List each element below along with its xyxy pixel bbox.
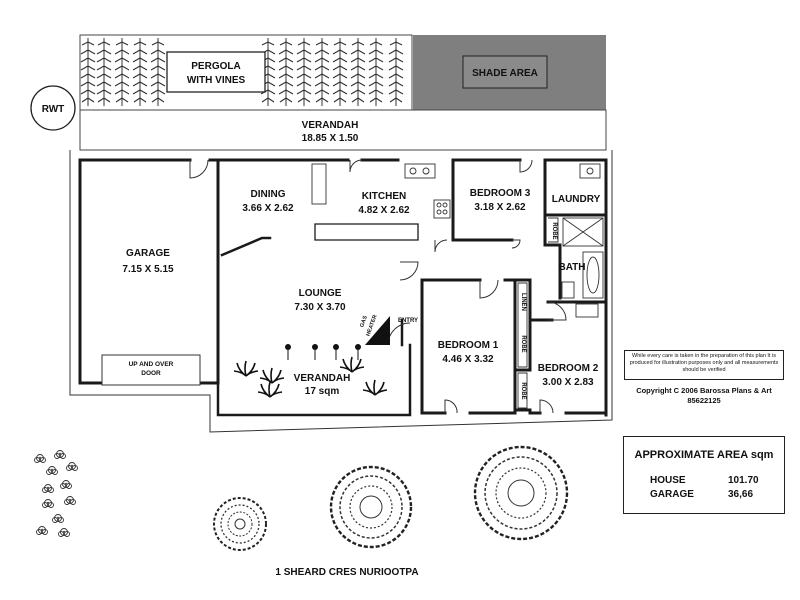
rainwater-tank: RWT [30, 85, 76, 131]
disclaimer-box: While every care is taken in the prepara… [624, 350, 784, 380]
gas-heater-label-1: GAS [359, 315, 369, 329]
shrub-cluster [34, 450, 78, 537]
front-verandah-size: 17 sqm [305, 386, 340, 397]
bedroom2-size: 3.00 X 2.83 [542, 377, 594, 388]
bedroom2-label: BEDROOM 2 [538, 363, 599, 374]
kitchen-label: KITCHEN [362, 191, 406, 202]
kitchen-size: 4.82 X 2.62 [358, 205, 410, 216]
copyright-block: Copyright C 2006 Barossa Plans & Art 856… [624, 386, 784, 406]
outer-envelope [69, 150, 613, 433]
rear-verandah: VERANDAH 18.85 X 1.50 [79, 109, 607, 151]
rear-verandah-label: VERANDAH [302, 120, 359, 131]
lounge-label: LOUNGE [299, 288, 342, 299]
gas-heater [365, 316, 390, 345]
kitchen-fixtures [311, 163, 451, 219]
garage-label: GARAGE [126, 248, 170, 259]
address-label: 1 SHEARD CRES NURIOOTPA [275, 567, 418, 578]
shade-area-label: SHADE AREA [472, 68, 538, 79]
rear-verandah-size: 18.85 X 1.50 [302, 133, 359, 144]
lounge-size: 7.30 X 3.70 [294, 302, 346, 313]
tree-small [213, 497, 267, 551]
laundry-bath-fixtures [561, 163, 604, 318]
laundry-label: LAUNDRY [552, 194, 601, 205]
bedroom1-size: 4.46 X 3.32 [442, 354, 494, 365]
copyright-line-1: Copyright C 2006 Barossa Plans & Art [636, 386, 772, 395]
copyright-phone: 85622125 [687, 396, 721, 405]
garage-area-value: 36,66 [728, 489, 754, 500]
garage-door-label-2: DOOR [141, 370, 161, 377]
dining-label: DINING [251, 189, 286, 200]
shade-area: SHADE AREA [413, 35, 606, 110]
pergola-label-1: PERGOLA [191, 61, 240, 72]
pergola-label-2: WITH VINES [187, 75, 246, 86]
approximate-area-box: APPROXIMATE AREA sqm HOUSE 101.70 GARAGE… [623, 436, 785, 514]
garage-door: UP AND OVER DOOR [101, 354, 201, 386]
house-area-value: 101.70 [728, 475, 759, 486]
robe-dividers [517, 217, 559, 409]
tree-medium [329, 465, 413, 549]
area-title: APPROXIMATE AREA sqm [634, 449, 774, 461]
front-verandah-label: VERANDAH [294, 373, 351, 384]
robe-upper-label: ROBE [551, 222, 557, 239]
walls [78, 158, 608, 417]
house-area-label: HOUSE [650, 475, 686, 486]
garage-area-label: GARAGE [650, 489, 694, 500]
entry-label: ENTRY [398, 318, 418, 324]
door-swings [189, 159, 567, 414]
bedroom1-label: BEDROOM 1 [438, 340, 499, 351]
rwt-label: RWT [42, 104, 65, 115]
garage-size: 7.15 X 5.15 [122, 264, 174, 275]
tree-large [473, 445, 569, 541]
disclaimer-text: While every care is taken in the prepara… [629, 353, 779, 373]
bedroom3-label: BEDROOM 3 [470, 188, 531, 199]
linen-label: LINEN [520, 293, 526, 311]
robe-low-label: ROBE [520, 382, 526, 399]
dining-size: 3.66 X 2.62 [242, 203, 294, 214]
garage-door-label-1: UP AND OVER [129, 361, 174, 368]
pergola-area: PERGOLA WITH VINES [79, 34, 413, 111]
robe-mid-label: ROBE [520, 335, 526, 352]
bath-label: BATH [558, 262, 585, 273]
bedroom3-size: 3.18 X 2.62 [474, 202, 526, 213]
